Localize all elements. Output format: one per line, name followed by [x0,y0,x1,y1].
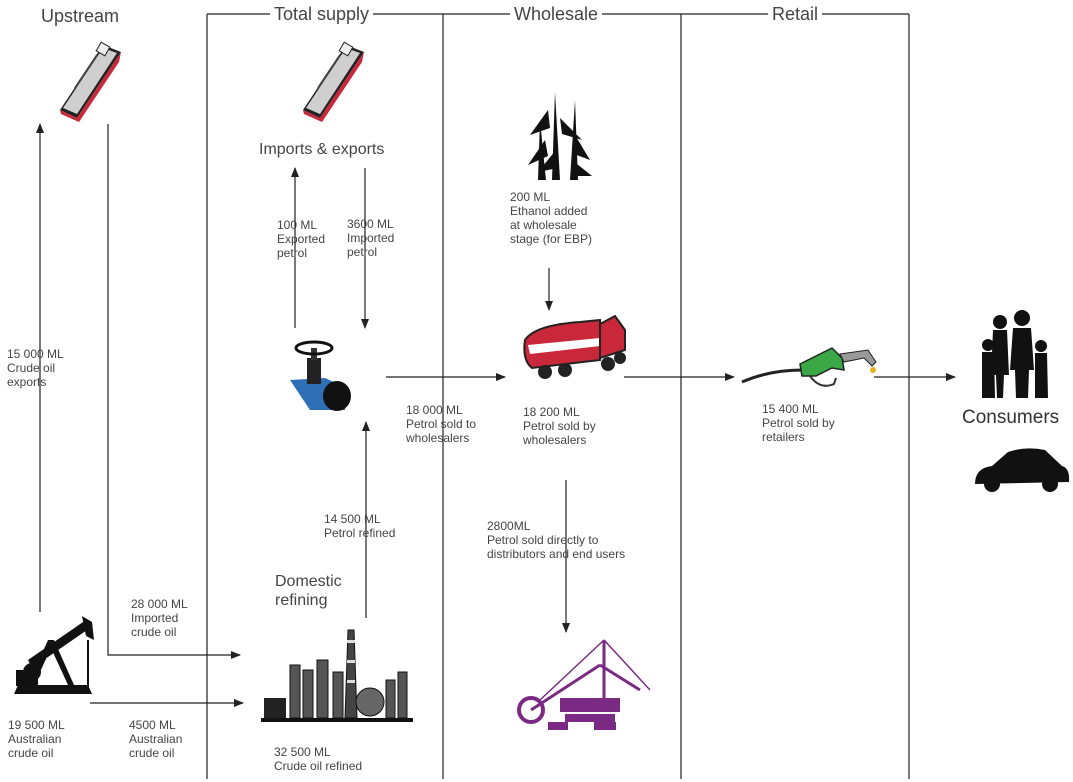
refinery-icon [261,629,413,722]
tanker-ship-upstream-icon [60,41,121,122]
arrow-imported-crude [107,124,241,659]
imported-crude-label: 28 000 ML Imported crude oil [131,597,188,639]
consumers-family-icon [982,310,1048,398]
australian-crude-refined-label: 4500 ML Australian crude oil [129,718,183,760]
tanker-ship-imports-icon [303,41,364,122]
sold-by-retailers-label: 15 400 ML Petrol sold by retailers [762,402,835,444]
exported-petrol-label: 100 ML Exported petrol [277,218,326,260]
consumers-label: Consumers [962,407,1060,428]
sold-by-wholesalers-label: 18 200 ML Petrol sold by wholesalers [523,405,596,447]
stage-retail: Retail [768,3,823,25]
stage-total-supply: Total supply [270,3,374,25]
australian-crude-label: 19 500 ML Australian crude oil [8,718,65,760]
imports-exports-label: Imports & exports [259,141,385,158]
fuel-nozzle-icon [741,347,877,387]
ethanol-label: 200 ML Ethanol added at wholesale stage … [510,190,593,246]
sold-directly-label: 2800ML Petrol sold directly to distribut… [487,519,626,561]
corn-plant-icon [528,92,592,180]
crude-exports-label: 15 000 ML Crude oil exports [7,347,64,389]
stage-wholesale: Wholesale [510,3,603,25]
tanker-truck-icon [523,314,626,379]
domestic-refining-label: Domestic refining [275,573,342,609]
oil-pump-jack-icon [14,616,94,694]
imported-petrol-label: 3600 ML Imported petrol [347,217,395,259]
petrol-refined-label: 14 500 ML Petrol refined [324,512,396,540]
stage-upstream: Upstream [37,5,124,27]
flow-arrows [36,123,956,707]
crude-refined-label: 32 500 ML Crude oil refined [274,745,363,773]
pipeline-valve-icon [290,340,351,411]
car-icon [975,448,1070,492]
mining-excavator-icon [517,639,651,730]
sold-to-wholesalers-label: 18 000 ML Petrol sold to wholesalers [406,403,477,445]
